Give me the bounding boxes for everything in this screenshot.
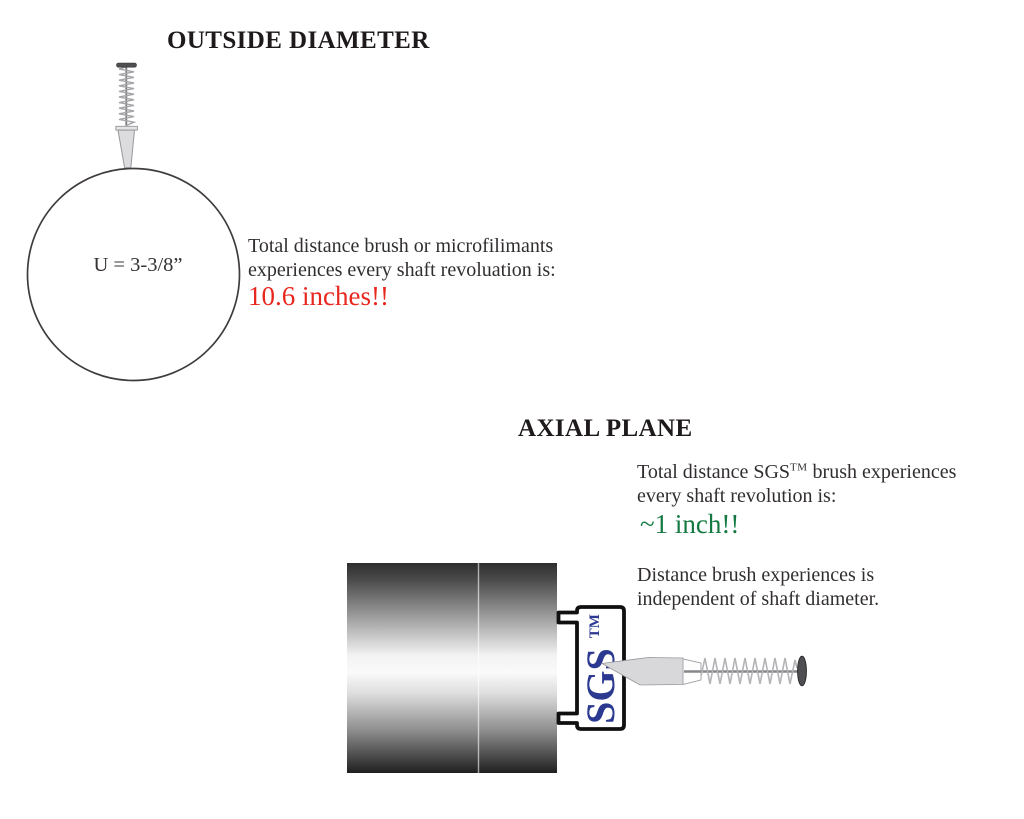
shaft-cylinder [347, 563, 557, 773]
axial-plane-description: Total distance SGSTM brush experiences e… [637, 460, 956, 508]
brush-coil [118, 66, 137, 127]
holder-taper [117, 129, 136, 169]
brush-tip-cap [797, 655, 807, 687]
brush-tip-cap [116, 62, 137, 68]
sgs-bracket [556, 605, 626, 731]
axial-plane-title: AXIAL PLANE [518, 415, 693, 442]
description-line: Total distance SGSTM brush experiences [637, 460, 956, 484]
circle-diameter-label: U = 3-3/8” [94, 254, 183, 276]
note-line: independent of shaft diameter. [637, 588, 880, 610]
outside-diameter-highlight: 10.6 inches!! [248, 281, 389, 311]
holder-collar [115, 125, 138, 131]
description-line: Total distance brush or microfilimants [248, 235, 554, 257]
vertical-brush-icon [116, 62, 137, 127]
sgs-label-tm: TM [587, 614, 603, 638]
brush-coil [700, 657, 798, 685]
shaft-cross-section-circle [26, 167, 241, 382]
description-post: brush experiences [807, 461, 957, 483]
axial-plane-figure: SGS TM [347, 563, 807, 773]
outside-diameter-description: Total distance brush or microfilimants e… [248, 234, 556, 282]
note-line: Distance brush experiences is [637, 564, 875, 586]
trademark-sup: TM [790, 461, 808, 474]
description-line: every shaft revolution is: [637, 485, 837, 507]
outside-diameter-figure: U = 3-3/8” [26, 62, 241, 382]
outside-diameter-title: OUTSIDE DIAMETER [167, 27, 430, 54]
description-pre: Total distance SGS [637, 461, 791, 483]
description-line: experiences every shaft revoluation is: [248, 259, 556, 281]
sgs-label-text: SGS [578, 648, 623, 724]
sgs-bracket-label: SGS TM [578, 614, 623, 724]
axial-plane-note: Distance brush experiences is independen… [637, 563, 879, 611]
horizontal-brush-icon [684, 655, 807, 687]
vertical-brush-holder [115, 125, 138, 169]
axial-plane-highlight: ~1 inch!! [640, 509, 740, 539]
